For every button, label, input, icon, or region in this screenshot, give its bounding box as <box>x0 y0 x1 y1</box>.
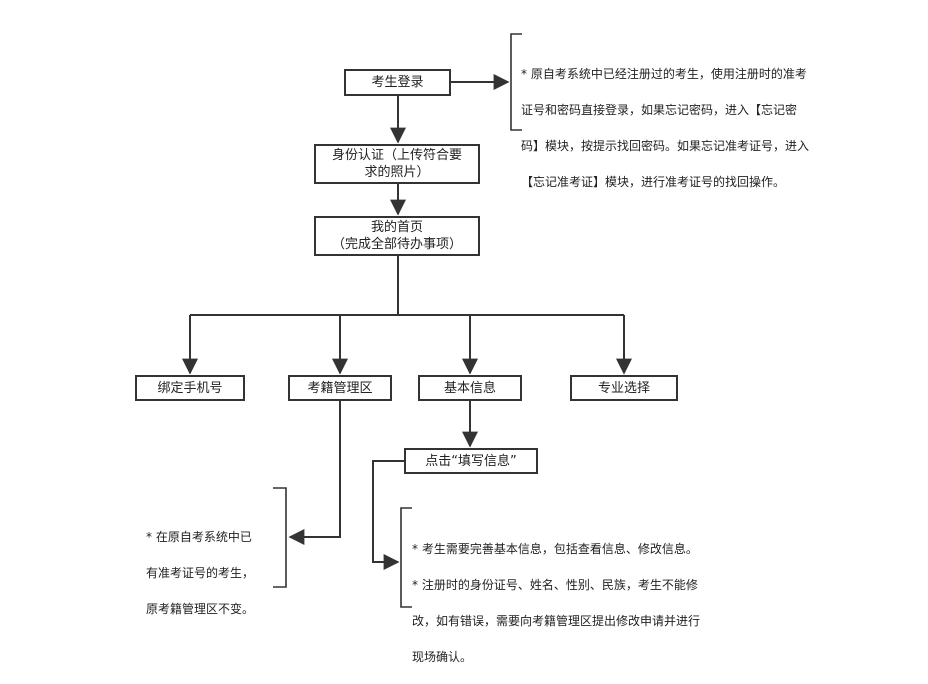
fill-info-node-label: 点击“填写信息” <box>425 453 517 469</box>
login-node: 考生登录 <box>344 69 451 96</box>
registry-note-line: 有准考证号的考生， <box>146 566 255 580</box>
identity-node-label-line2: 求的照片） <box>364 165 430 180</box>
basic-note: * 考生需要完善基本信息，包括查看信息、修改信息。 * 注册时的身份证号、姓名、… <box>412 522 772 684</box>
bracket-registry-note <box>273 487 287 588</box>
identity-node: 身份认证（上传符合要 求的照片） <box>314 144 480 184</box>
login-node-label: 考生登录 <box>371 75 424 90</box>
phone-node-label: 绑定手机号 <box>157 380 223 396</box>
basic-node: 基本信息 <box>418 375 522 401</box>
home-node-label-line1: 我的首页 <box>370 220 423 235</box>
connector-layer <box>182 33 632 608</box>
registry-note: * 在原自考系统中已 有准考证号的考生， 原考籍管理区不变。 <box>146 510 276 636</box>
login-note: * 原自考系统中已经注册过的考生，使用注册时的准考 证号和密码直接登录，如果忘记… <box>521 47 881 209</box>
arrow-fill-to-note <box>372 460 404 570</box>
login-note-line: 【忘记准考证】模块，进行准考证号的找回操作。 <box>521 175 786 189</box>
bracket-basic-note <box>400 507 412 608</box>
phone-node: 绑定手机号 <box>135 375 245 401</box>
bracket-login-note <box>510 33 522 131</box>
major-node: 专业选择 <box>570 375 678 401</box>
registry-node: 考籍管理区 <box>288 375 392 401</box>
registry-note-line: * 在原自考系统中已 <box>146 530 252 544</box>
basic-note-line: 改，如有错误，需要向考籍管理区提出修改申请并进行 <box>412 614 701 628</box>
fill-info-node: 点击“填写信息” <box>404 448 538 474</box>
basic-note-line: * 考生需要完善基本信息，包括查看信息、修改信息。 <box>412 542 698 556</box>
major-node-label: 专业选择 <box>597 380 650 396</box>
home-node-label-line2: （完成全部待办事项） <box>331 237 462 252</box>
basic-note-line: 现场确认。 <box>412 650 473 664</box>
login-note-line: 码】模块，按提示找回密码。如果忘记准考证号，进入 <box>521 139 810 153</box>
registry-note-line: 原考籍管理区不变。 <box>146 602 255 616</box>
identity-node-label-line1: 身份认证（上传符合要 <box>331 148 462 163</box>
basic-note-line: * 注册时的身份证号、姓名、性别、民族，考生不能修 <box>412 578 698 592</box>
flowchart: 考生登录 身份认证（上传符合要 求的照片） 我的首页 （完成全部待办事项） 绑定… <box>135 33 881 664</box>
login-note-line: * 原自考系统中已经注册过的考生，使用注册时的准考 <box>521 67 807 81</box>
basic-node-label: 基本信息 <box>443 380 496 396</box>
login-note-line: 证号和密码直接登录，如果忘记密码，进入【忘记密 <box>521 103 798 117</box>
registry-node-label: 考籍管理区 <box>307 380 373 396</box>
arrow-registry-to-note <box>288 401 341 545</box>
home-node: 我的首页 （完成全部待办事项） <box>314 216 480 256</box>
